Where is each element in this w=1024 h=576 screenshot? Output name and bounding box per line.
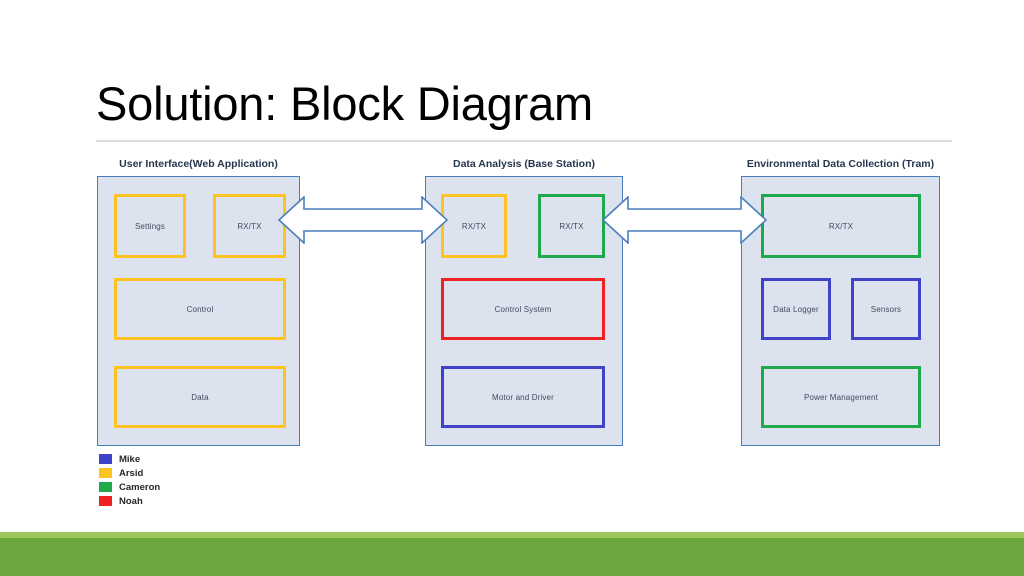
block-label: Settings	[134, 221, 166, 231]
column-title-environmental-data-collection: Environmental Data Collection (Tram)	[746, 158, 935, 170]
legend-item-cameron: Cameron	[99, 480, 160, 494]
block-label: Power Management	[804, 392, 878, 402]
title-divider	[96, 140, 952, 142]
block-label: Data	[191, 392, 209, 402]
block-tram-rxtx[interactable]: RX/TX	[761, 194, 921, 258]
block-motor-and-driver[interactable]: Motor and Driver	[441, 366, 605, 428]
legend-item-mike: Mike	[99, 452, 160, 466]
legend: Mike Arsid Cameron Noah	[99, 452, 160, 508]
block-data[interactable]: Data	[114, 366, 286, 428]
column-environmental-data-collection: Environmental Data Collection (Tram) RX/…	[741, 158, 940, 446]
page-title: Solution: Block Diagram	[96, 77, 593, 130]
legend-item-arsid: Arsid	[99, 466, 160, 480]
legend-label: Arsid	[119, 467, 144, 479]
block-label: RX/TX	[828, 221, 854, 231]
block-base-rxtx-green[interactable]: RX/TX	[538, 194, 605, 258]
legend-swatch-noah	[99, 496, 112, 506]
block-label: Data Logger	[773, 304, 819, 314]
block-ui-rxtx[interactable]: RX/TX	[213, 194, 286, 258]
legend-swatch-mike	[99, 454, 112, 464]
block-settings[interactable]: Settings	[114, 194, 186, 258]
block-control-system[interactable]: Control System	[441, 278, 605, 340]
column-user-interface: User Interface(Web Application) Settings…	[97, 158, 300, 446]
connector-base-to-tram-arrow	[602, 196, 767, 244]
column-data-analysis: Data Analysis (Base Station) RX/TX RX/TX…	[425, 158, 623, 446]
block-label: RX/TX	[237, 221, 262, 231]
legend-swatch-cameron	[99, 482, 112, 492]
block-label: Control System	[494, 304, 552, 314]
block-data-logger[interactable]: Data Logger	[761, 278, 831, 340]
block-control[interactable]: Control	[114, 278, 286, 340]
block-label: RX/TX	[559, 221, 584, 231]
connector-ui-to-base-arrow	[278, 196, 448, 244]
legend-label: Cameron	[119, 481, 161, 493]
block-base-rxtx-yellow[interactable]: RX/TX	[441, 194, 507, 258]
block-power-management[interactable]: Power Management	[761, 366, 921, 428]
footer-accent-bar	[0, 532, 1024, 538]
legend-item-noah: Noah	[99, 494, 160, 508]
block-sensors[interactable]: Sensors	[851, 278, 921, 340]
legend-label: Noah	[119, 495, 143, 507]
block-label: Control	[186, 304, 214, 314]
column-title-user-interface: User Interface(Web Application)	[119, 158, 278, 170]
column-title-data-analysis: Data Analysis (Base Station)	[453, 158, 595, 170]
footer-bar	[0, 538, 1024, 576]
block-label: Sensors	[870, 304, 902, 314]
block-label: Motor and Driver	[492, 392, 554, 402]
block-label: RX/TX	[461, 221, 487, 231]
legend-label: Mike	[119, 453, 141, 465]
legend-swatch-arsid	[99, 468, 112, 478]
